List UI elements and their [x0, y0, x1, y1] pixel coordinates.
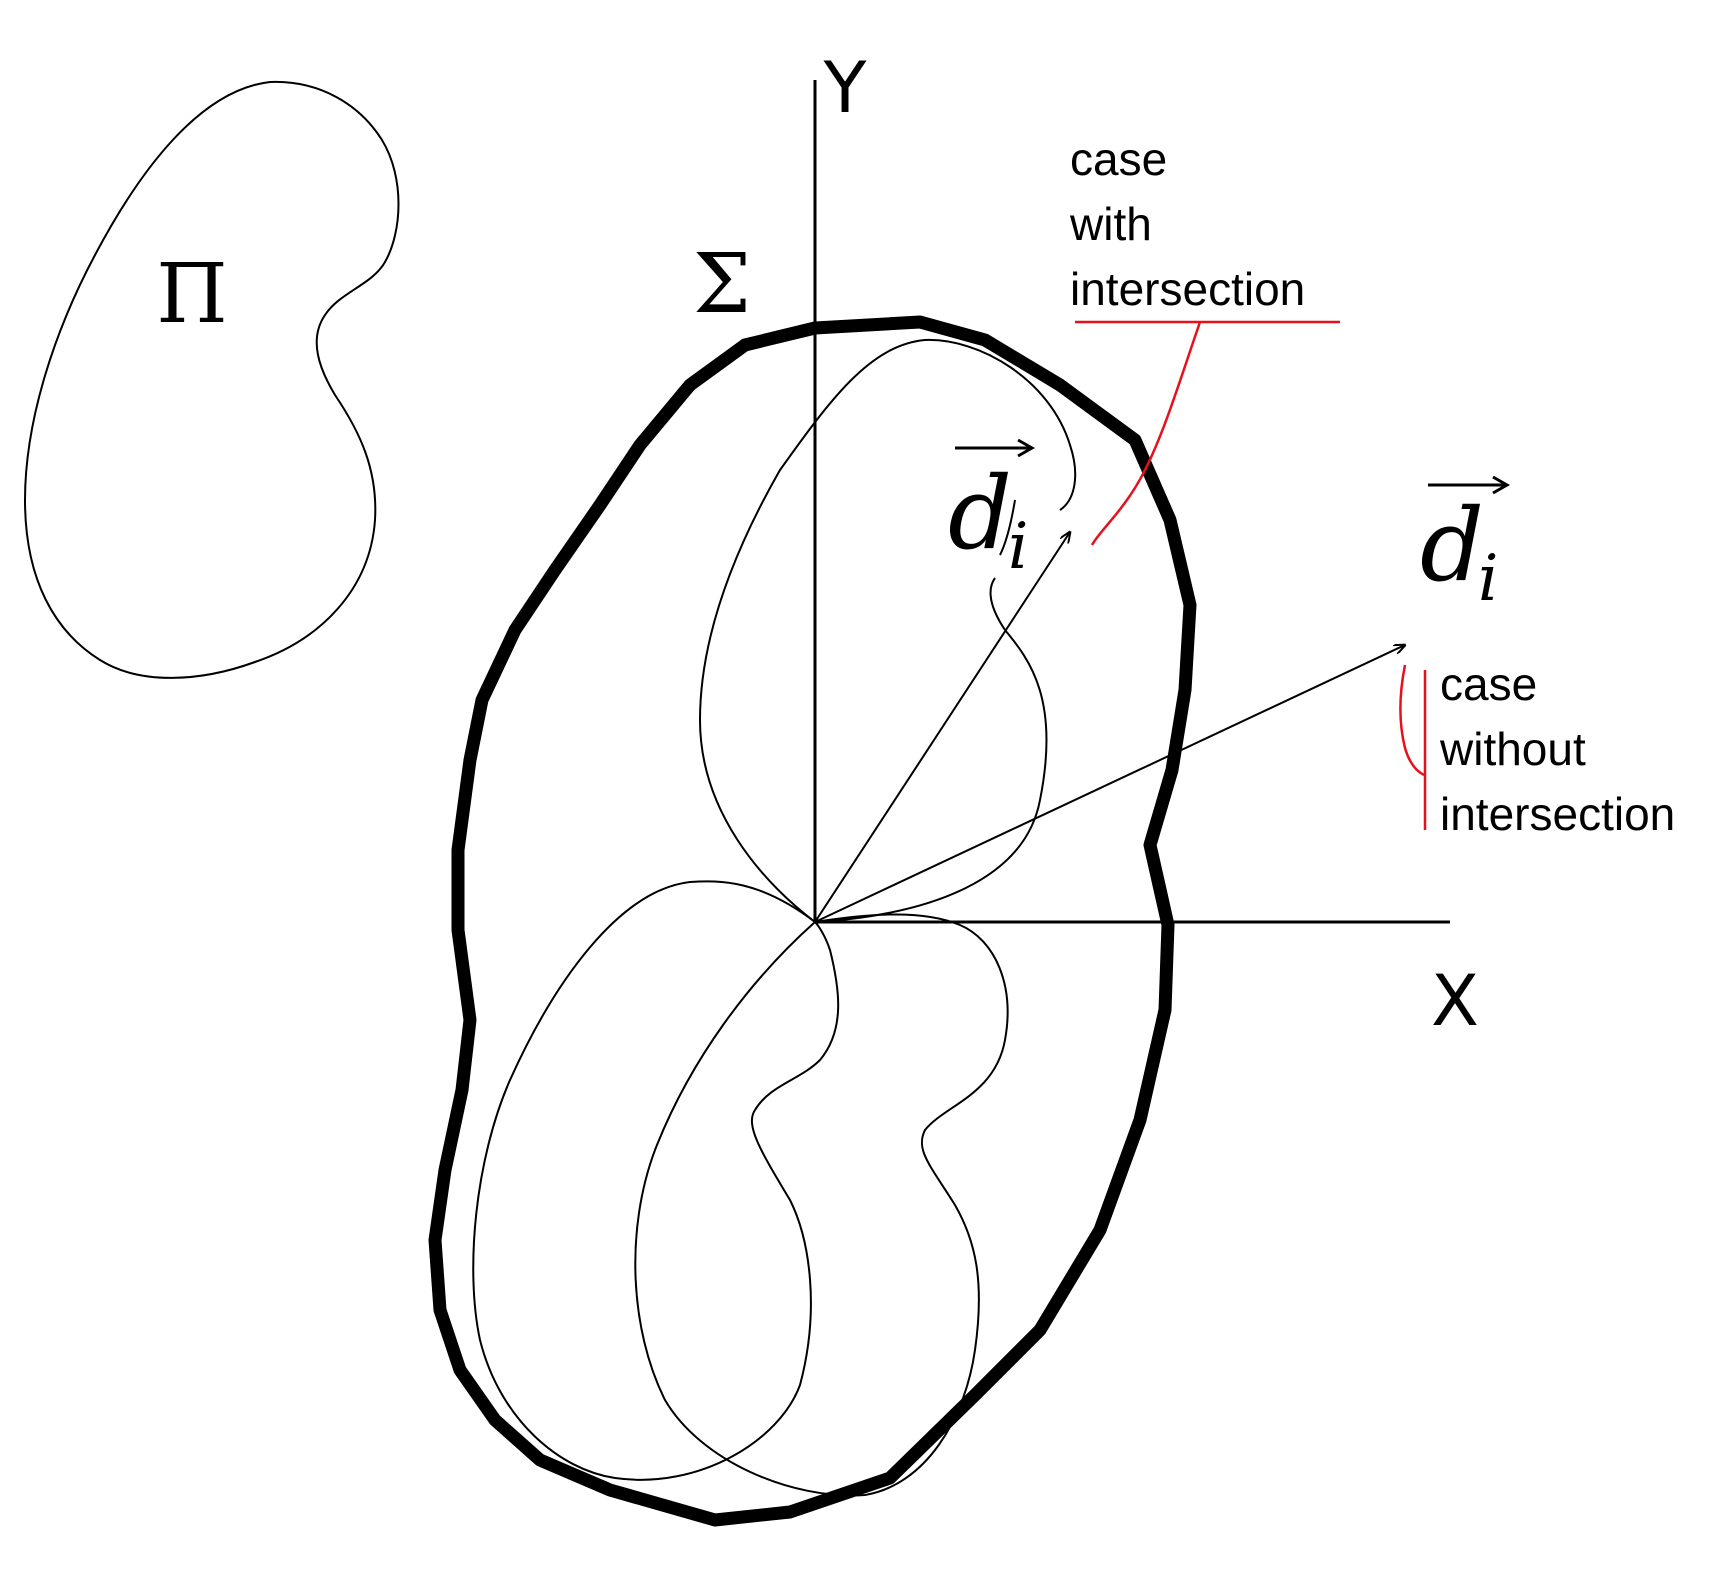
- annotation-without-line-2: without: [1439, 723, 1586, 775]
- annotation-with-line-3: intersection: [1070, 263, 1305, 315]
- inner-wavy-curve: [814, 499, 1048, 923]
- annotation-with-leader: [1090, 321, 1202, 546]
- vector-label-outer: d i: [1420, 475, 1511, 616]
- annotation-with-line-2: with: [1069, 198, 1152, 250]
- region-sigma-outline: [428, 315, 1197, 1527]
- vector-arrowhead-outer: [1492, 475, 1511, 495]
- lower-left-lobe-curve: [472, 880, 840, 1481]
- x-axis-label: X: [1431, 960, 1479, 1042]
- region-pi-outline: [23, 80, 400, 679]
- vector-symbol-inner: d: [948, 455, 1012, 572]
- lower-right-lobe-curve: [634, 913, 1009, 1497]
- annotation-without-leader: [1399, 664, 1425, 777]
- annotation-with-intersection: case with intersection: [1069, 133, 1340, 546]
- vector-subscript-inner: i: [1008, 510, 1028, 584]
- vector-with-intersection: [814, 532, 1070, 923]
- y-axis-label: Y: [823, 47, 867, 129]
- vector-subscript-outer: i: [1478, 542, 1498, 616]
- region-sigma-label: Σ: [693, 237, 751, 332]
- annotation-without-line-1: case: [1440, 658, 1537, 710]
- vector-without-intersection: [814, 645, 1405, 923]
- vector-label-inner: d i: [948, 438, 1036, 584]
- annotation-without-line-3: intersection: [1440, 788, 1675, 840]
- upper-lobe-curve: [698, 338, 1077, 923]
- region-pi-label: Π: [156, 247, 228, 342]
- vector-symbol-outer: d: [1420, 487, 1484, 604]
- annotation-with-line-1: case: [1070, 133, 1167, 185]
- vector-arrowhead-inner: [1017, 438, 1036, 458]
- annotation-without-intersection: case without intersection: [1399, 658, 1675, 840]
